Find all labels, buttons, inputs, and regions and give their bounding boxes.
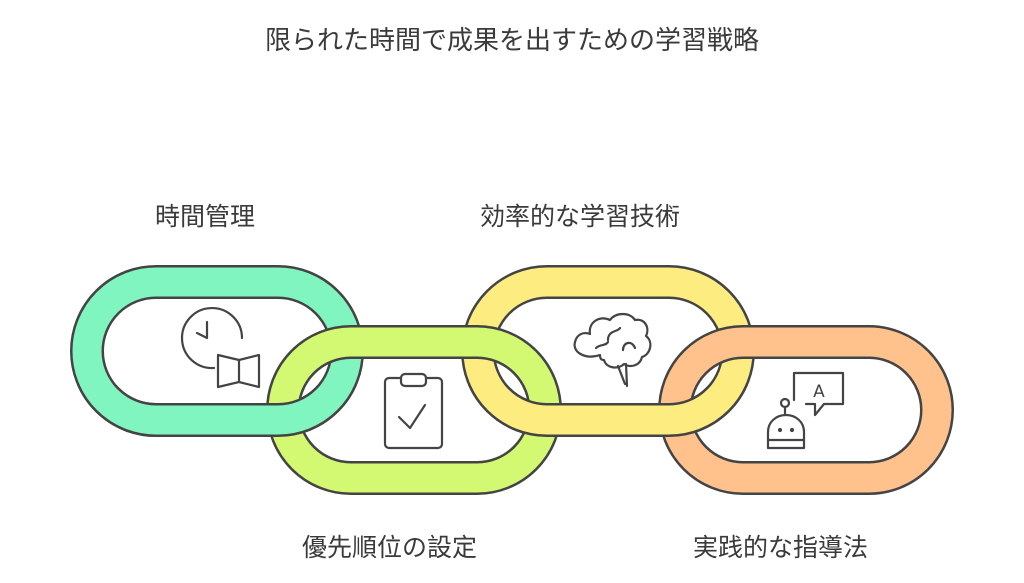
label-time-management: 時間管理: [155, 202, 256, 231]
chat-letter: A: [813, 382, 825, 402]
brain-icon: [573, 312, 652, 388]
robot-chat-icon: [766, 371, 845, 450]
label-efficient-learning: 効率的な学習技術: [480, 202, 681, 231]
clock-book-icon: [180, 307, 261, 389]
label-practical-teaching: 実践的な指導法: [693, 533, 869, 562]
label-prioritization: 優先順位の設定: [302, 533, 478, 562]
clipboard-check-icon: [383, 372, 444, 450]
upper-links-overlap: [77, 385, 748, 437]
link-efficient-learning-front: [470, 385, 746, 435]
link-time-management-front: [79, 385, 355, 435]
diagram-title: 限られた時間で成果を出すための学習戦略: [264, 26, 759, 56]
